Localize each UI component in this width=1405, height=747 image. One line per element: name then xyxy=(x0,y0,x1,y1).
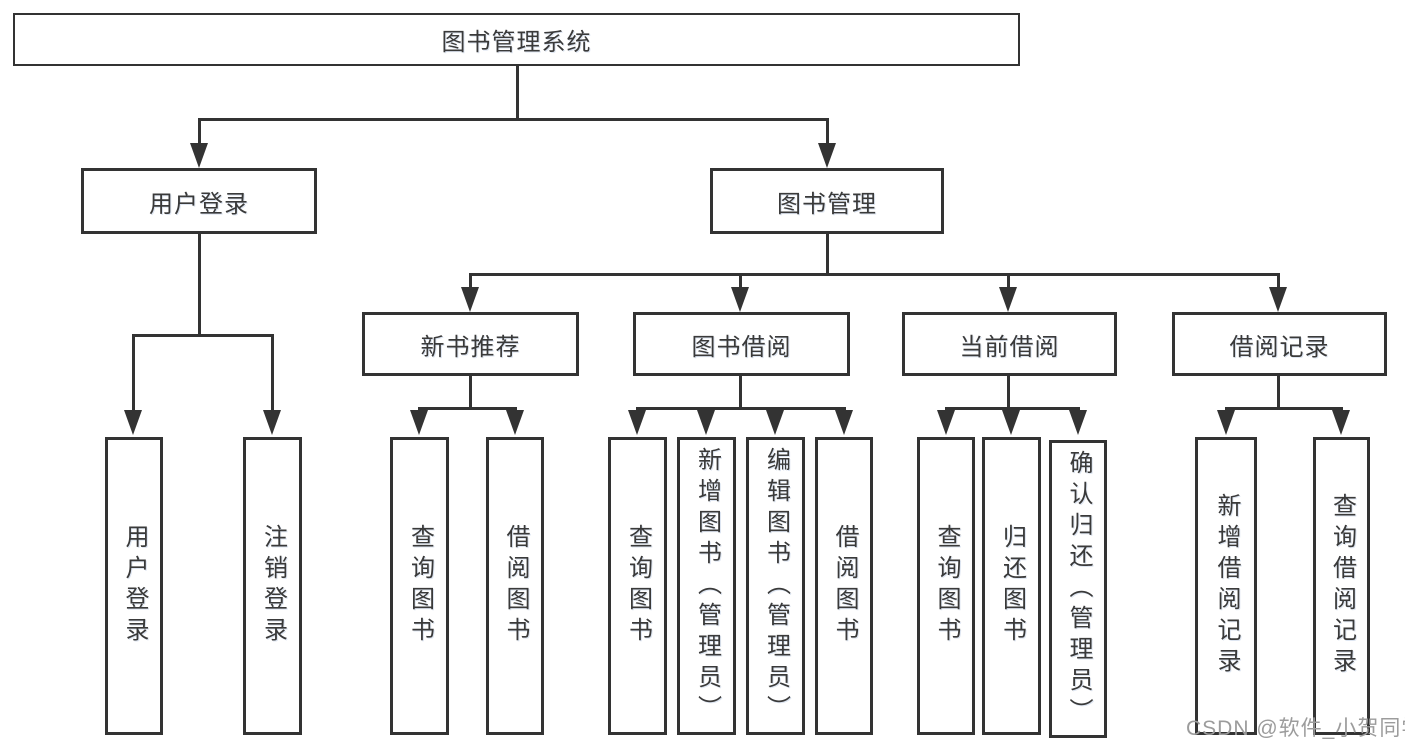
node-book-borrowing: 图书借阅 xyxy=(633,312,850,376)
arrow-down-icon xyxy=(731,287,749,312)
arrow-down-icon xyxy=(190,143,208,168)
node-new-book-recommend: 新书推荐 xyxy=(362,312,579,376)
arrow-down-icon xyxy=(835,410,853,435)
node-user-login: 用户登录 xyxy=(81,168,317,234)
connector-line xyxy=(826,233,829,273)
leaf-borrow-books: 借阅图书 xyxy=(815,437,873,735)
connector-line xyxy=(469,376,472,407)
node-book-management: 图书管理 xyxy=(710,168,944,234)
arrow-down-icon xyxy=(1002,410,1020,435)
leaf-label: 用户登录 xyxy=(121,524,148,648)
connector-line xyxy=(132,334,274,337)
leaf-borrow-books-recommend: 借阅图书 xyxy=(486,437,544,735)
arrow-down-icon xyxy=(506,410,524,435)
arrow-down-icon xyxy=(818,143,836,168)
node-label: 图书管理系统 xyxy=(441,29,592,56)
leaf-label: 查询图书 xyxy=(933,524,960,648)
node-label: 借阅记录 xyxy=(1229,333,1330,361)
connector-line xyxy=(1225,407,1342,410)
arrow-down-icon xyxy=(999,287,1017,312)
leaf-label: 查询图书 xyxy=(406,524,434,648)
leaf-label: 借阅图书 xyxy=(502,524,529,648)
connector-line xyxy=(198,118,829,121)
arrow-down-icon xyxy=(1069,410,1087,435)
connector-line xyxy=(418,407,517,410)
leaf-return-book: 归还图书 xyxy=(982,437,1041,735)
leaf-user-login: 用户登录 xyxy=(105,437,163,735)
connector-line xyxy=(271,334,274,412)
node-label: 当前借阅 xyxy=(959,333,1060,361)
arrow-down-icon xyxy=(697,410,715,435)
connector-line xyxy=(636,407,845,410)
connector-line xyxy=(739,273,742,289)
leaf-query-books-borrowing: 查询图书 xyxy=(608,437,667,735)
leaf-edit-book-admin: 编辑图书（管理员） xyxy=(746,437,805,735)
connector-line xyxy=(198,118,201,146)
leaf-label: 归还图书 xyxy=(998,524,1026,648)
connector-line xyxy=(198,234,201,334)
connector-line xyxy=(516,66,519,118)
leaf-label: 查询借阅记录 xyxy=(1328,493,1356,679)
arrow-down-icon xyxy=(1332,410,1350,435)
csdn-watermark: CSDN @软件_小贺同学 xyxy=(1186,717,1405,740)
leaf-add-book-admin: 新增图书（管理员） xyxy=(677,437,736,735)
leaf-label: 编辑图书（管理员） xyxy=(762,446,790,726)
node-library-management-system: 图书管理系统 xyxy=(13,13,1020,66)
node-label: 图书管理 xyxy=(777,190,877,218)
leaf-confirm-return-admin: 确认归还（管理员） xyxy=(1049,440,1107,738)
node-label: 用户登录 xyxy=(149,190,249,218)
arrow-down-icon xyxy=(1269,287,1287,312)
node-borrowing-records: 借阅记录 xyxy=(1172,312,1387,376)
arrow-down-icon xyxy=(124,410,142,435)
leaf-label: 新增借阅记录 xyxy=(1213,493,1240,679)
node-label: 新书推荐 xyxy=(420,333,521,361)
connector-line xyxy=(1277,376,1280,407)
connector-line xyxy=(1007,273,1010,289)
arrow-down-icon xyxy=(263,410,281,435)
node-current-borrowing: 当前借阅 xyxy=(902,312,1117,376)
leaf-label: 注销登录 xyxy=(259,524,287,648)
connector-line xyxy=(1277,273,1280,289)
arrow-down-icon xyxy=(1217,410,1235,435)
arrow-down-icon xyxy=(628,410,646,435)
connector-line xyxy=(469,273,1280,276)
arrow-down-icon xyxy=(410,410,428,435)
connector-line xyxy=(1007,376,1010,407)
leaf-label: 查询图书 xyxy=(624,524,652,648)
leaf-label: 新增图书（管理员） xyxy=(693,446,721,726)
leaf-add-borrow-record: 新增借阅记录 xyxy=(1195,437,1257,735)
leaf-query-books-recommend: 查询图书 xyxy=(390,437,449,735)
connector-line xyxy=(132,334,135,412)
leaf-label: 确认归还（管理员） xyxy=(1065,449,1092,729)
leaf-logout: 注销登录 xyxy=(243,437,302,735)
arrow-down-icon xyxy=(461,287,479,312)
connector-line xyxy=(826,118,829,146)
leaf-query-books-current: 查询图书 xyxy=(917,437,975,735)
leaf-label: 借阅图书 xyxy=(831,524,858,648)
arrow-down-icon xyxy=(766,410,784,435)
node-label: 图书借阅 xyxy=(691,333,792,361)
connector-line xyxy=(739,376,742,407)
connector-line xyxy=(469,273,472,289)
leaf-query-borrow-record: 查询借阅记录 xyxy=(1313,437,1370,735)
arrow-down-icon xyxy=(937,410,955,435)
